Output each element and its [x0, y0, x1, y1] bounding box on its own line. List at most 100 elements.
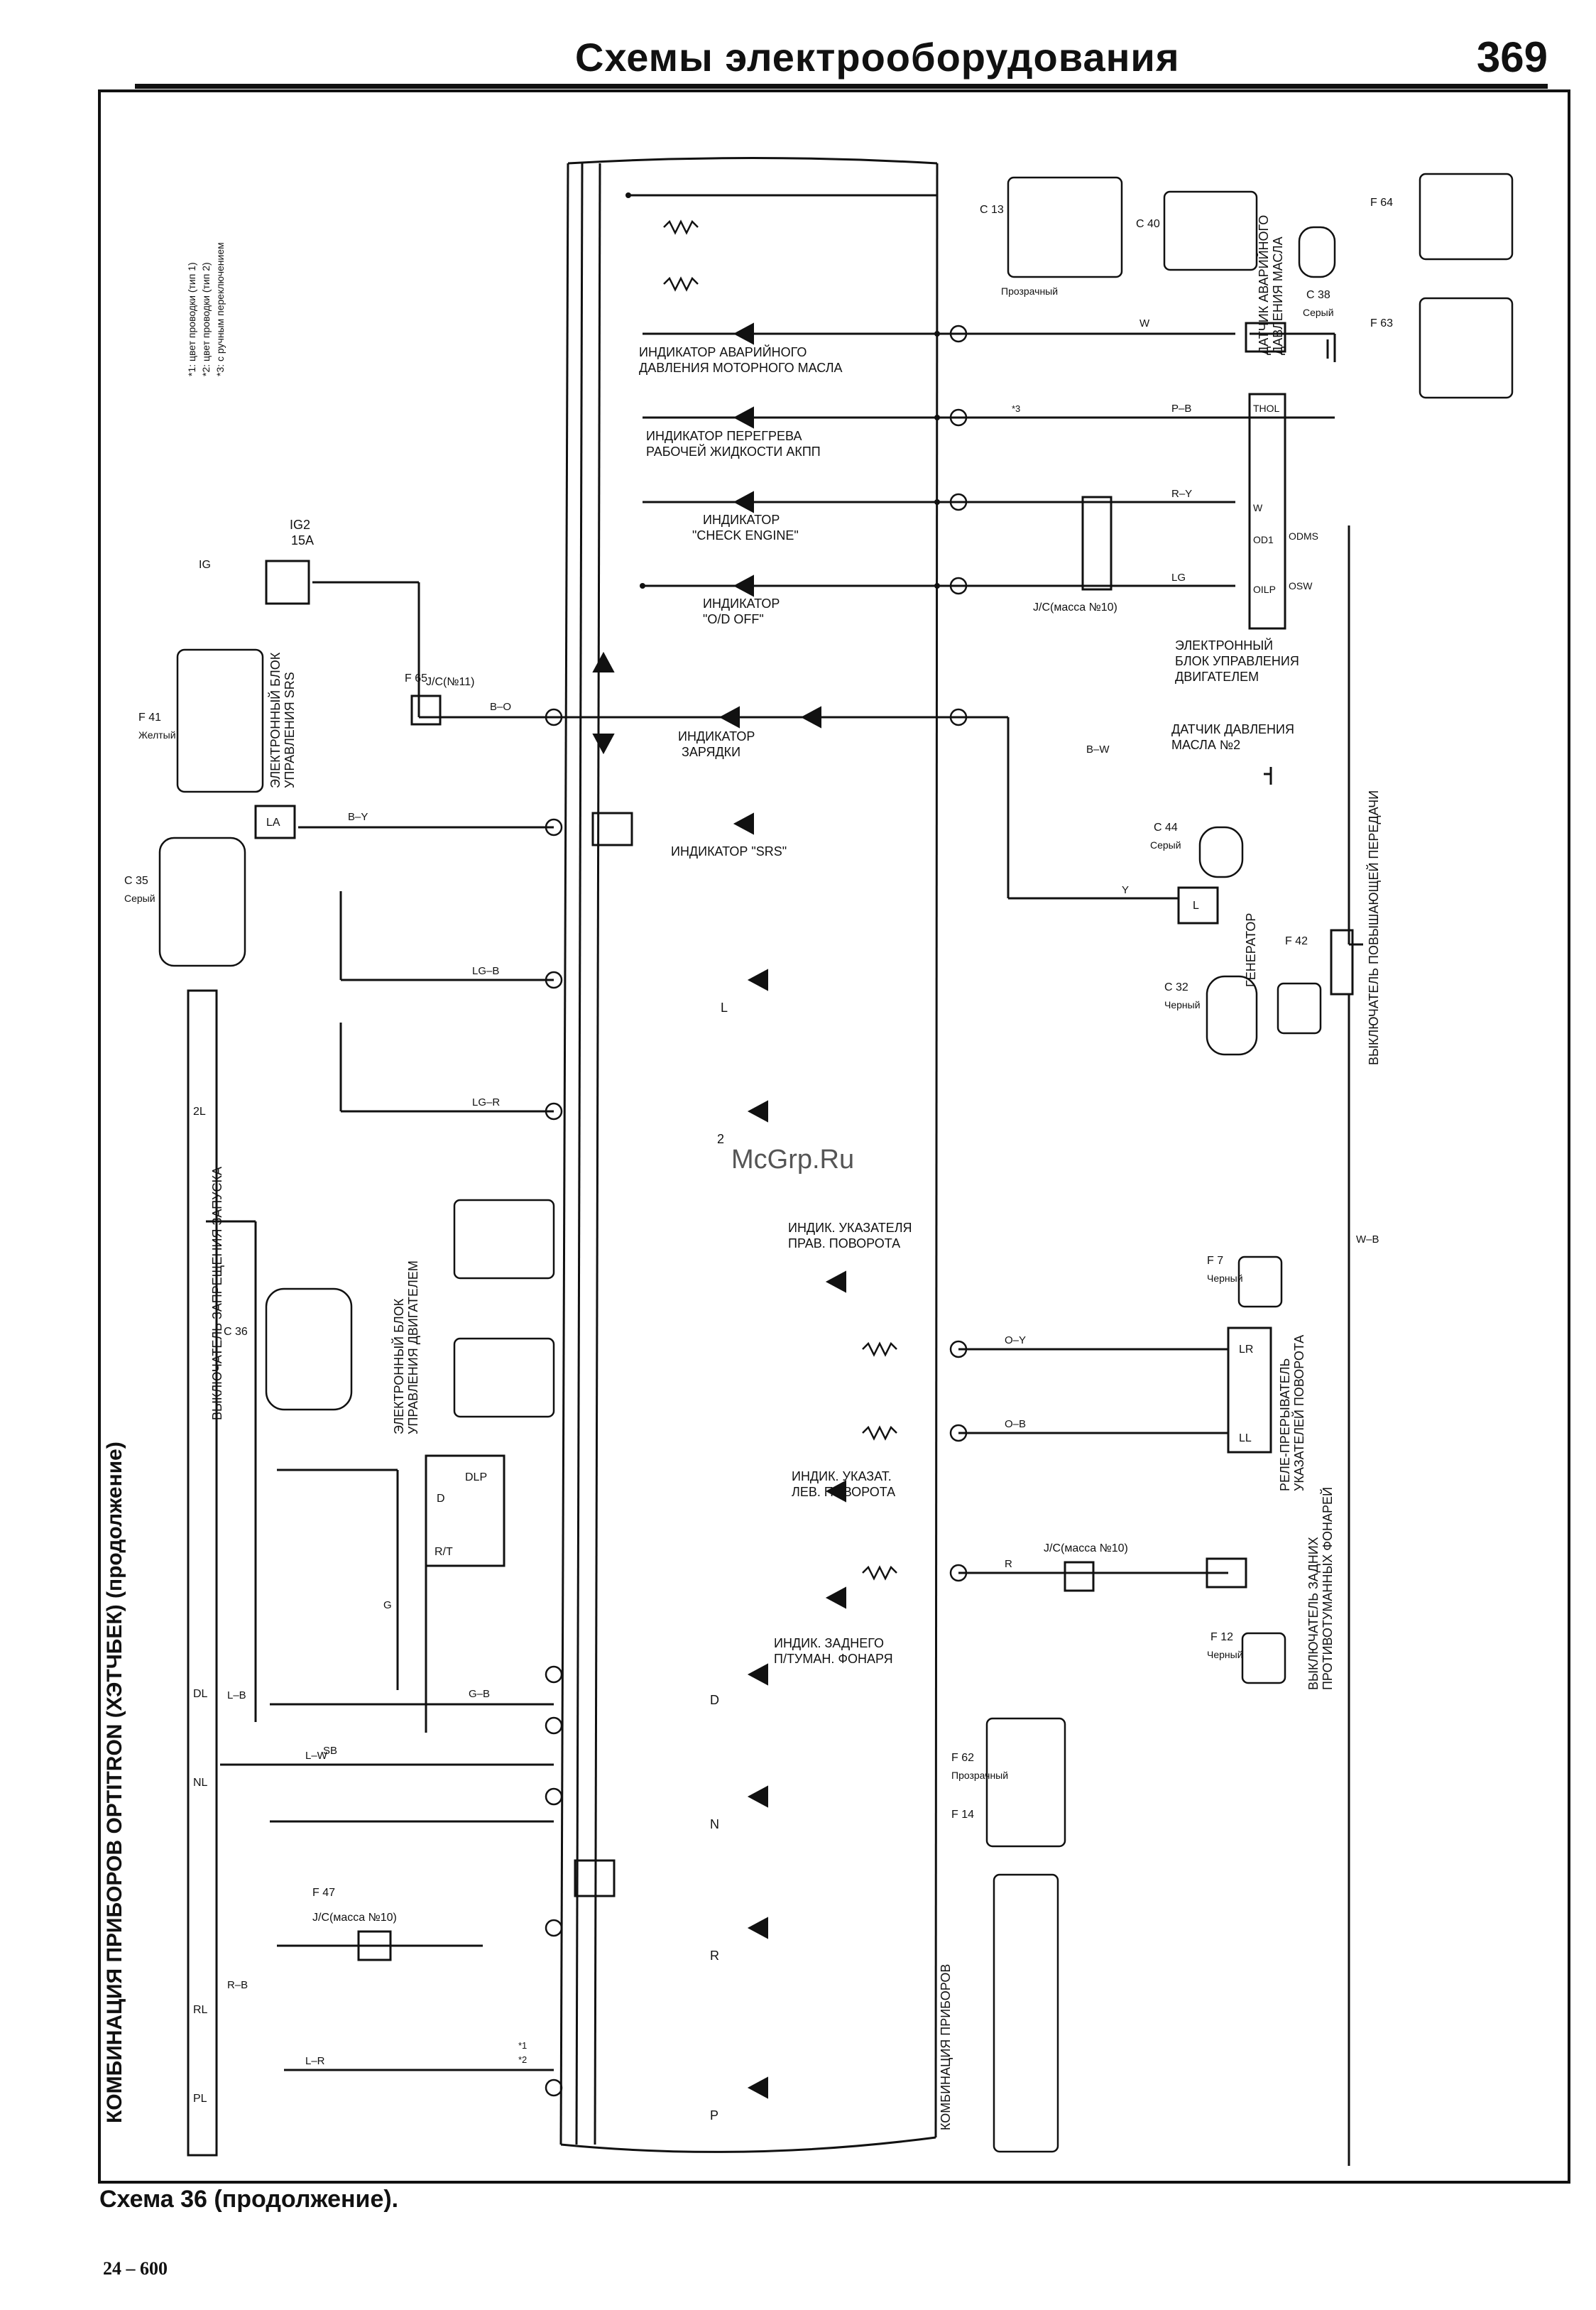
wire-star2: *2: [518, 2054, 527, 2065]
shift-letter-l: L: [721, 1001, 728, 1015]
diagram-frame: [98, 89, 1570, 2184]
engine-ecu-box: [1248, 393, 1286, 630]
wire-bw: B–W: [1086, 743, 1110, 756]
wire-r: R: [1005, 1558, 1012, 1570]
left-turn-label-1: ИНДИК. УКАЗАТ.: [792, 1469, 892, 1483]
signal-2l: 2L: [193, 1106, 206, 1118]
charge-label-2: ЗАРЯДКИ: [682, 745, 740, 759]
engine-ecu-label-3: ДВИГАТЕЛЕМ: [1175, 670, 1259, 684]
left-wires: [206, 581, 554, 2071]
wire-star3: *3: [1012, 403, 1020, 414]
fuse-box: [265, 560, 310, 605]
check-engine-label-1: ИНДИКАТОР: [703, 513, 780, 527]
footer-code: 24 – 600: [103, 2258, 168, 2279]
color-gray-c44: Серый: [1150, 839, 1181, 851]
wire-lr: L–R: [305, 2055, 325, 2067]
watermark: McGrp.Ru: [731, 1145, 855, 1175]
wire-y: Y: [1122, 884, 1129, 896]
wire-lb: L–B: [227, 1689, 246, 1701]
jc10-bottom-label: J/C(масса №10): [312, 1912, 397, 1924]
jc11-label: J/C(№11): [426, 676, 474, 688]
signal-dl: DL: [193, 1688, 208, 1700]
overdrive-switch-box: [1330, 929, 1354, 996]
resistors: [663, 219, 897, 1581]
color-transparent-f62: Прозрачный: [951, 1770, 1008, 1781]
jc10-top-label: J/C(масса №10): [1033, 601, 1117, 614]
color-gray-c38: Серый: [1303, 307, 1334, 318]
conn-c13: C 13: [980, 204, 1004, 216]
conn-c35: C 35: [124, 875, 148, 887]
shift-letter-n: N: [710, 1817, 719, 1831]
signal-ll: LL: [1239, 1432, 1252, 1444]
right-turn-label-1: ИНДИК. УКАЗАТЕЛЯ: [788, 1221, 912, 1235]
check-engine-label-2: "CHECK ENGINE": [692, 528, 799, 543]
right-turn-label-2: ПРАВ. ПОВОРОТА: [788, 1236, 900, 1251]
center-box: [591, 812, 633, 846]
turn-relay-box: [1227, 1326, 1272, 1454]
wire-sb: SB: [323, 1745, 337, 1757]
diodes: [592, 322, 846, 2099]
color-black-c32: Черный: [1164, 999, 1201, 1010]
lower-center-box: [574, 1859, 616, 1897]
signal-l-generator: L: [1193, 900, 1199, 912]
indicator-wires: [554, 194, 1363, 2166]
signal-lr: LR: [1239, 1344, 1253, 1356]
oil-sw2-label-1: ДАТЧИК ДАВЛЕНИЯ: [1171, 722, 1294, 736]
wire-lg: LG: [1171, 572, 1186, 584]
ecu-pin-osw: OSW: [1289, 580, 1313, 592]
conn-f64: F 64: [1370, 197, 1393, 209]
wire-lgb: LG–B: [472, 965, 499, 977]
charge-label-1: ИНДИКАТОР: [678, 729, 755, 743]
atf-indicator-label-1: ИНДИКАТОР ПЕРЕГРЕВА: [646, 429, 802, 443]
conn-c38: C 38: [1306, 289, 1330, 301]
signal-rl: RL: [193, 2004, 208, 2016]
wire-lw: L–W: [305, 1750, 328, 1762]
jc11-box: [410, 694, 442, 726]
atf-indicator-label-2: РАБОЧЕЙ ЖИДКОСТИ АКПП: [646, 444, 821, 459]
left-turn-label-2: ЛЕВ. ПОВОРОТА: [792, 1485, 895, 1499]
conn-f63: F 63: [1370, 317, 1393, 329]
conn-c36: C 36: [224, 1326, 248, 1338]
jc10-right-label: J/C(масса №10): [1044, 1542, 1128, 1554]
od-off-label-1: ИНДИКАТОР: [703, 596, 780, 611]
fuse-name: IG2: [290, 518, 310, 532]
engine-ecu-label-2: БЛОК УПРАВЛЕНИЯ: [1175, 654, 1299, 668]
la-box: [254, 805, 296, 839]
signal-la: LA: [266, 817, 280, 829]
color-transparent-1: Прозрачный: [1001, 285, 1058, 297]
wire-gb: G–B: [469, 1688, 490, 1700]
rear-fog-label-1: ИНДИК. ЗАДНЕГО: [774, 1636, 884, 1650]
conn-f47: F 47: [312, 1887, 335, 1899]
wire-ry: R–Y: [1171, 488, 1192, 500]
ecu-pin-odms: ODMS: [1289, 530, 1318, 542]
dlp-pin-dlp: DLP: [465, 1471, 487, 1483]
conn-c44: C 44: [1154, 822, 1178, 834]
conn-f7: F 7: [1207, 1255, 1223, 1267]
conn-f62: F 62: [951, 1752, 974, 1764]
cluster-bus: [559, 157, 939, 2153]
conn-c40: C 40: [1136, 218, 1160, 230]
start-inhibit-box: [187, 989, 218, 2157]
ecu-pin-oilp: OILP: [1253, 584, 1276, 595]
page-number: 369: [1476, 33, 1548, 81]
shift-letter-2: 2: [717, 1132, 724, 1146]
figure-caption: Схема 36 (продолжение).: [99, 2186, 399, 2213]
fuse-rating: 15A: [291, 533, 314, 547]
wire-pb: P–B: [1171, 403, 1191, 415]
wire-wb: W–B: [1356, 1233, 1379, 1246]
jc10-right-box: [1064, 1561, 1095, 1592]
signal-nl: NL: [193, 1777, 208, 1789]
rear-fog-label-2: П/ТУМАН. ФОНАРЯ: [774, 1652, 893, 1666]
srs-indicator-label: ИНДИКАТОР "SRS": [671, 844, 787, 859]
oil-indicator-label-2: ДАВЛЕНИЯ МОТОРНОГО МАСЛА: [639, 361, 843, 375]
oil-sw2-label-2: МАСЛА №2: [1171, 738, 1240, 752]
shift-letter-p: P: [710, 2108, 718, 2123]
wire-w-top: W: [1139, 317, 1150, 329]
page-header: Схемы электрооборудования 369: [135, 28, 1548, 89]
signal-pl: PL: [193, 2093, 207, 2105]
component-boxes: [187, 322, 1354, 2157]
shift-letter-r: R: [710, 1949, 719, 1963]
conn-f65: F 65: [405, 672, 427, 685]
conn-f14: F 14: [951, 1809, 974, 1821]
page-title: Схемы электрооборудования: [575, 35, 1180, 80]
